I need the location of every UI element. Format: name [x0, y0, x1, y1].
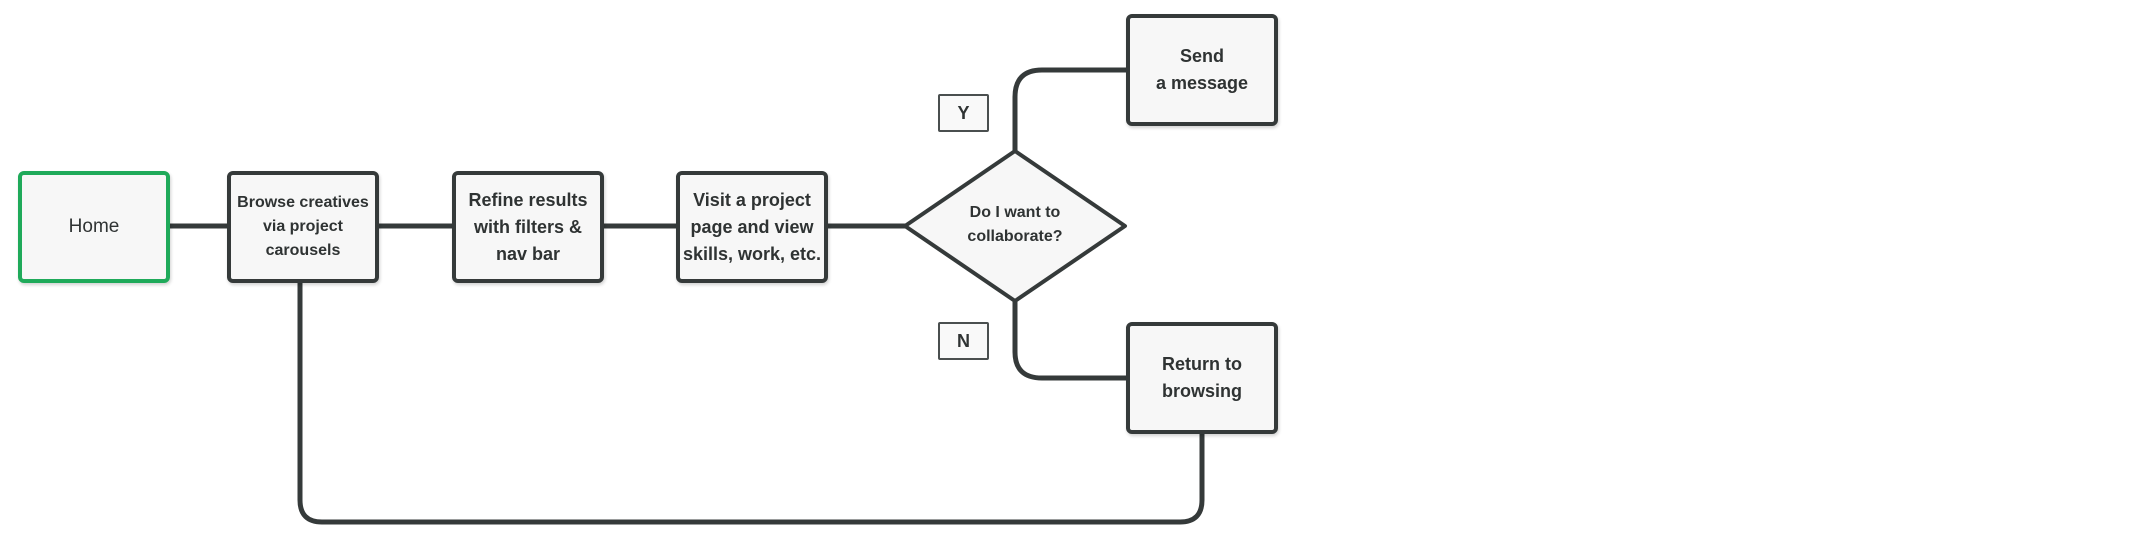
decision-diamond[interactable] — [903, 149, 1127, 303]
return-browsing-node[interactable]: Return to browsing — [1126, 322, 1278, 434]
send-message-label: Send a message — [1155, 46, 1249, 93]
decision-label: Do I want to collaborate? — [967, 204, 1063, 245]
connector-no-branch — [1012, 298, 1131, 381]
connector-return-loop — [297, 279, 1205, 525]
browse-creatives-label: Browse creatives via project carousels — [237, 194, 369, 259]
refine-results-node[interactable]: Refine results with filters & nav bar — [452, 171, 604, 283]
browse-creatives-node[interactable]: Browse creatives via project carousels — [227, 171, 379, 283]
home-node-label: Home — [68, 216, 120, 237]
visit-project-node[interactable]: Visit a project page and view skills, wo… — [676, 171, 828, 283]
connector-yes-branch — [1012, 67, 1131, 154]
refine-results-label: Refine results with filters & nav bar — [468, 189, 588, 264]
yes-branch-label: Y — [938, 94, 989, 132]
visit-project-label: Visit a project page and view skills, wo… — [682, 189, 822, 264]
no-branch-label: N — [938, 322, 989, 360]
return-browsing-label: Return to browsing — [1162, 354, 1242, 401]
home-node[interactable]: Home — [18, 171, 170, 283]
send-message-node[interactable]: Send a message — [1126, 14, 1278, 126]
